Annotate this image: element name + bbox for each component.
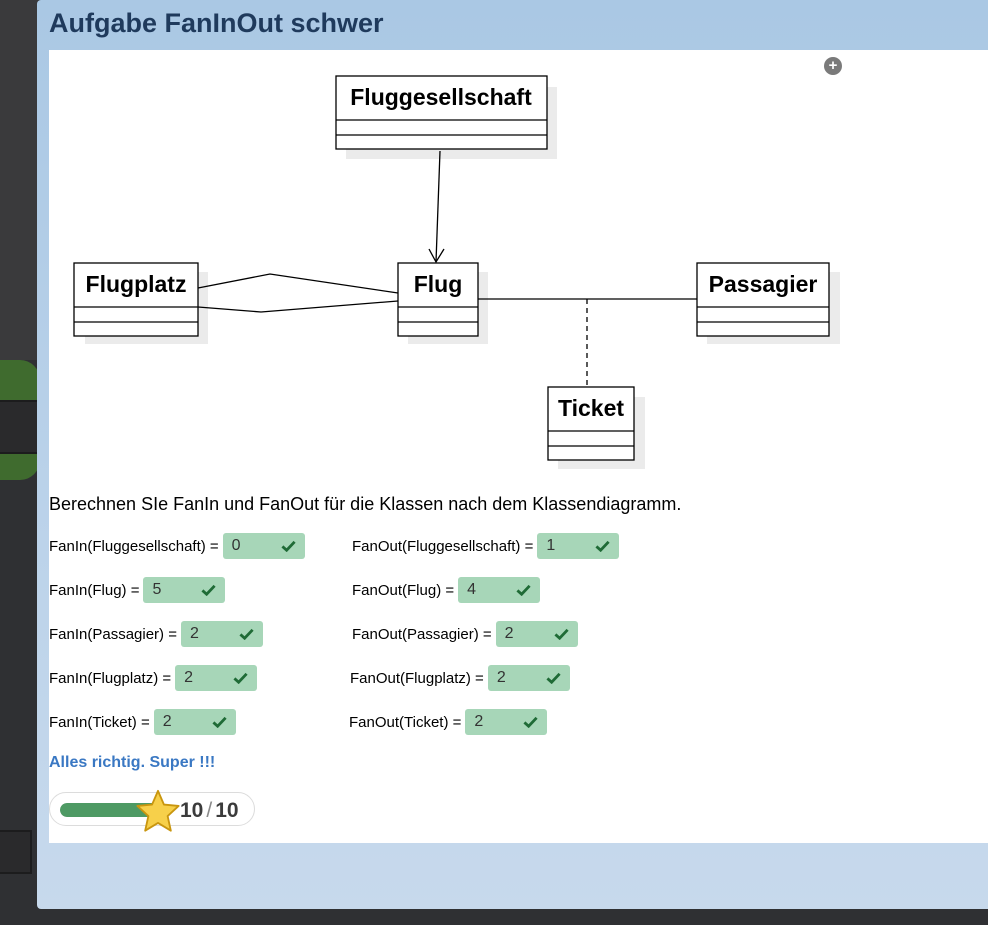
uml-class-fluggesellschaft: Fluggesellschaft	[335, 75, 548, 150]
star-icon	[136, 789, 180, 832]
check-icon	[523, 716, 539, 728]
fanout-label: FanOut(Fluggesellschaft) =	[352, 537, 534, 555]
fanin-answer-field[interactable]: 2	[153, 709, 236, 735]
task-title: Aufgabe FanInOut schwer	[49, 8, 384, 38]
check-icon	[233, 672, 248, 684]
uml-class-passagier: Passagier	[696, 262, 830, 337]
fanout-label: FanOut(Flug) =	[352, 581, 455, 599]
fanout-answer-field[interactable]: 2	[495, 621, 578, 647]
fanout-row: FanOut(Flug) = 4	[352, 576, 541, 604]
class-name-ticket: Ticket	[558, 395, 624, 421]
fanin-answer-field[interactable]: 5	[143, 577, 226, 603]
fanin-row: FanIn(Flugplatz) = 2	[49, 664, 258, 692]
fanout-label: FanOut(Ticket) =	[349, 713, 462, 731]
question-text: Berechnen SIe FanIn und FanOut für die K…	[49, 494, 682, 514]
fanin-row: FanIn(Flug) = 5	[49, 576, 226, 604]
check-icon	[595, 540, 610, 552]
check-icon	[281, 540, 296, 552]
class-name-flugplatz: Flugplatz	[86, 271, 187, 297]
score-max: 10	[215, 799, 239, 822]
fanout-label: FanOut(Flugplatz) =	[350, 669, 484, 687]
fanout-row: FanOut(Passagier) = 2	[352, 620, 578, 648]
fanin-label: FanIn(Flugplatz) =	[49, 669, 172, 687]
uml-class-flugplatz: Flugplatz	[73, 262, 199, 337]
score-widget: 10 / 10	[49, 789, 255, 832]
fanin-label: FanIn(Passagier) =	[49, 625, 177, 643]
fanin-answer-field[interactable]: 2	[180, 621, 263, 647]
fanout-label: FanOut(Passagier) =	[352, 625, 492, 643]
fanout-answer-field[interactable]: 2	[465, 709, 548, 735]
uml-class-ticket: Ticket	[547, 386, 635, 461]
uml-class-flug: Flug	[397, 262, 479, 337]
score-text: 10 / 10	[180, 799, 239, 823]
check-icon	[554, 628, 569, 640]
task-window: Aufgabe FanInOut schwer +	[37, 0, 988, 909]
fanout-row: FanOut(Ticket) = 2	[349, 708, 548, 736]
check-icon	[239, 628, 254, 640]
score-separator: /	[206, 799, 213, 822]
check-icon	[546, 672, 561, 684]
fanout-answer-field[interactable]: 4	[458, 577, 541, 603]
class-name-passagier: Passagier	[709, 271, 818, 297]
feedback-message: Alles richtig. Super !!!	[49, 754, 216, 771]
fanin-row: FanIn(Passagier) = 2	[49, 620, 263, 648]
fanin-answer-field[interactable]: 0	[222, 533, 305, 559]
fanin-row: FanIn(Ticket) = 2	[49, 708, 236, 736]
check-icon	[201, 584, 217, 596]
class-name-fluggesellschaft: Fluggesellschaft	[350, 84, 532, 110]
class-name-flug: Flug	[414, 271, 463, 297]
fanin-label: FanIn(Flug) =	[49, 581, 140, 599]
check-icon	[516, 584, 531, 596]
check-icon	[212, 716, 227, 728]
score-progress-bar	[60, 803, 160, 817]
fanout-row: FanOut(Fluggesellschaft) = 1	[352, 532, 620, 560]
score-current: 10	[180, 799, 204, 822]
fanout-answer-field[interactable]: 1	[537, 533, 620, 559]
fanout-row: FanOut(Flugplatz) = 2	[350, 664, 570, 692]
fanin-answer-field[interactable]: 2	[175, 665, 258, 691]
plus-circle-icon[interactable]: +	[824, 57, 842, 75]
fanin-label: FanIn(Ticket) =	[49, 713, 150, 731]
fanout-answer-field[interactable]: 2	[487, 665, 570, 691]
fanin-row: FanIn(Fluggesellschaft) = 0	[49, 532, 305, 560]
class-diagram: Fluggesellschaft Flugplatz Flug	[73, 75, 840, 469]
task-panel: + Fluggesellschaft	[49, 50, 988, 843]
fanin-label: FanIn(Fluggesellschaft) =	[49, 537, 219, 555]
